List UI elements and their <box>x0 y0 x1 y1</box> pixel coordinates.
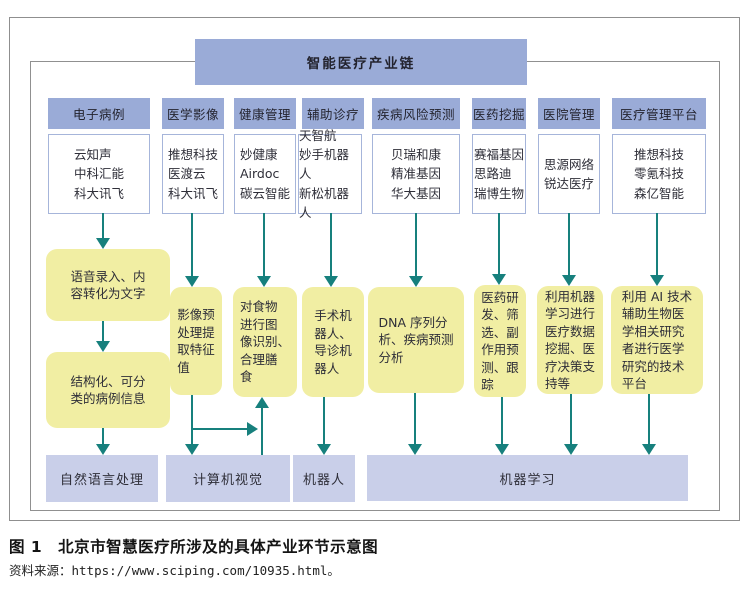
process-text: 影像预 处理提 取特征 值 <box>177 307 215 375</box>
header-assisted-diagnosis: 辅助诊疗 <box>302 98 364 129</box>
tech-label: 机器人 <box>302 473 345 488</box>
tech-robotics: 机器人 <box>293 455 355 502</box>
header-electronic-medical-records: 电子病例 <box>48 98 150 129</box>
companies-medical-management-platform: 推想科技 零氪科技 森亿智能 <box>612 134 706 214</box>
company-list: 天智航 妙手机器人 新松机器人 <box>299 127 350 221</box>
header-label: 健康管理 <box>238 107 291 122</box>
header-label: 辅助诊疗 <box>306 107 359 122</box>
companies-health-management: 妙健康 Airdoc 碳云智能 <box>234 134 296 214</box>
arrow-down-icon <box>96 428 110 455</box>
process-dna-sequence-analysis: DNA 序列分 析、疾病预测 分析 <box>368 287 464 393</box>
tech-label: 机器学习 <box>499 472 556 488</box>
arrow-right-icon <box>192 422 258 436</box>
header-medical-management-platform: 医疗管理平台 <box>612 98 706 129</box>
process-food-image-recognition: 对食物 进行图 像识别、 合理膳 食 <box>233 287 297 397</box>
process-text: 医药研 发、筛 选、副 作用预 测、跟 踪 <box>481 289 519 393</box>
header-drug-mining: 医药挖掘 <box>472 98 526 129</box>
arrow-down-icon <box>409 213 423 287</box>
header-label: 电子病例 <box>72 107 125 122</box>
header-health-management: 健康管理 <box>234 98 296 129</box>
arrow-down-icon <box>495 397 509 455</box>
process-text: 利用 AI 技术 辅助生物医 学相关研究 者进行医学 研究的技术 平台 <box>621 288 693 392</box>
header-hospital-management: 医院管理 <box>538 98 600 129</box>
figure-source-text: 资料来源：https://www.sciping.com/10935.html。 <box>9 563 340 578</box>
arrow-down-icon <box>562 213 576 286</box>
process-image-preprocessing: 影像预 处理提 取特征 值 <box>170 287 222 395</box>
header-label: 医学影像 <box>166 107 219 122</box>
process-text: 利用机器 学习进行 医疗数据 挖掘、医 疗决策支 持等 <box>544 288 595 392</box>
company-list: 推想科技 医渡云 科大讯飞 <box>167 146 218 201</box>
tech-machine-learning: 机器学习 <box>367 455 688 501</box>
companies-disease-risk-prediction: 贝瑞和康 精准基因 华大基因 <box>372 134 460 214</box>
tech-computer-vision: 计算机视觉 <box>166 455 290 502</box>
header-label: 医疗管理平台 <box>619 107 698 122</box>
chain-title: 智能医疗产业链 <box>195 39 527 85</box>
arrow-down-icon <box>257 213 271 287</box>
companies-medical-imaging: 推想科技 医渡云 科大讯飞 <box>162 134 224 214</box>
process-text: 语音录入、内 容转化为文字 <box>70 268 146 302</box>
header-label: 疾病风险预测 <box>376 107 455 122</box>
header-label: 医院管理 <box>542 107 595 122</box>
company-list: 云知声 中科汇能 科大讯飞 <box>73 146 124 201</box>
arrow-down-icon <box>317 397 331 455</box>
companies-hospital-management: 思源网络 锐达医疗 <box>538 134 600 214</box>
company-list: 贝瑞和康 精准基因 华大基因 <box>390 146 441 201</box>
arrow-down-icon <box>492 213 506 285</box>
header-medical-imaging: 医学影像 <box>162 98 224 129</box>
companies-drug-mining: 赛福基因 思路迪 瑞博生物 <box>472 134 526 214</box>
company-list: 赛福基因 思路迪 瑞博生物 <box>473 146 524 201</box>
arrow-down-icon <box>96 213 110 249</box>
process-text: DNA 序列分 析、疾病预测 分析 <box>378 314 454 365</box>
arrow-down-icon <box>185 213 199 287</box>
arrow-down-icon <box>564 394 578 455</box>
companies-assisted-diagnosis: 天智航 妙手机器人 新松机器人 <box>298 128 362 220</box>
arrow-down-icon <box>185 395 199 455</box>
arrow-down-icon <box>408 393 422 455</box>
tech-label: 计算机视觉 <box>192 473 263 488</box>
header-label: 医药挖掘 <box>472 107 525 122</box>
arrow-down-icon <box>96 321 110 352</box>
companies-electronic-medical-records: 云知声 中科汇能 科大讯飞 <box>48 134 150 214</box>
process-text: 对食物 进行图 像识别、 合理膳 食 <box>239 299 290 385</box>
tech-nlp: 自然语言处理 <box>46 455 158 502</box>
process-structured-records: 结构化、可分 类的病例信息 <box>46 352 170 428</box>
process-surgical-robots: 手术机 器人、 导诊机 器人 <box>302 287 364 397</box>
chain-title-label: 智能医疗产业链 <box>306 56 416 72</box>
figure-caption: 图 1 北京市智慧医疗所涉及的具体产业环节示意图 <box>9 535 749 557</box>
figure-caption-text: 图 1 北京市智慧医疗所涉及的具体产业环节示意图 <box>9 538 379 556</box>
process-voice-input: 语音录入、内 容转化为文字 <box>46 249 170 321</box>
tech-label: 自然语言处理 <box>59 473 144 488</box>
arrow-down-icon <box>642 394 656 455</box>
company-list: 思源网络 锐达医疗 <box>543 156 594 191</box>
figure-source: 资料来源：https://www.sciping.com/10935.html。 <box>9 560 749 579</box>
header-disease-risk-prediction: 疾病风险预测 <box>372 98 460 129</box>
process-text: 手术机 器人、 导诊机 器人 <box>314 308 352 376</box>
arrow-down-icon <box>650 213 664 286</box>
process-ai-research-platform: 利用 AI 技术 辅助生物医 学相关研究 者进行医学 研究的技术 平台 <box>611 286 703 394</box>
outer-frame <box>9 17 740 521</box>
process-drug-rd-screening: 医药研 发、筛 选、副 作用预 测、跟 踪 <box>474 285 526 397</box>
company-list: 妙健康 Airdoc 碳云智能 <box>239 146 290 201</box>
process-ml-data-mining: 利用机器 学习进行 医疗数据 挖掘、医 疗决策支 持等 <box>537 286 603 394</box>
arrow-up-icon <box>255 397 269 455</box>
process-text: 结构化、可分 类的病例信息 <box>70 373 146 407</box>
arrow-down-icon <box>324 213 338 287</box>
company-list: 推想科技 零氪科技 森亿智能 <box>633 146 684 201</box>
